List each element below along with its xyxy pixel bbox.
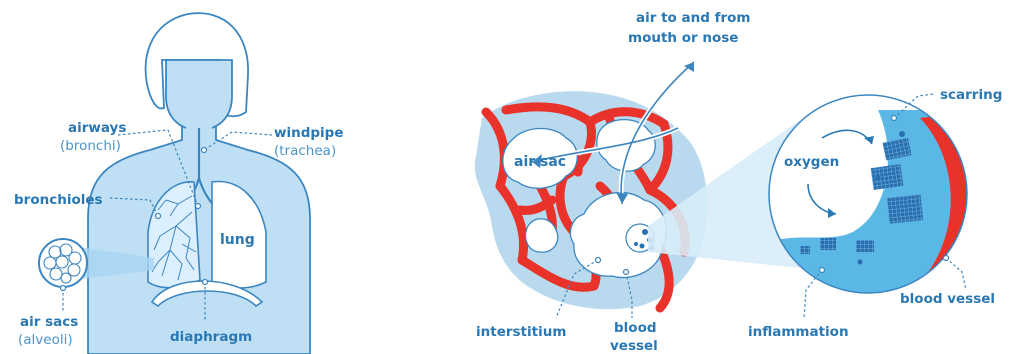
human-figure [88, 13, 310, 354]
label-diaphragm: diaphragm [170, 329, 252, 345]
label-trachea: (trachea) [274, 143, 336, 159]
label-windpipe: windpipe [274, 125, 343, 141]
air-sac-small [526, 219, 558, 252]
label-air-sacs: air sacs [20, 314, 78, 330]
label-air-sac: air sac [514, 154, 566, 170]
label-inflammation: inflammation [748, 324, 849, 340]
label-blood-1: blood [614, 320, 657, 336]
label-blood-vessel-right: blood vessel [900, 291, 995, 307]
alveolar-cluster [475, 62, 708, 309]
face [166, 60, 232, 130]
label-air-to-from-1: air to and from [636, 10, 750, 26]
label-lung: lung [220, 232, 255, 248]
zoomed-alveolus [766, 92, 990, 302]
label-bronchioles: bronchioles [14, 192, 103, 208]
label-alveoli: (alveoli) [18, 332, 73, 348]
label-blood-2: vessel [610, 338, 658, 354]
label-airways: airways [68, 120, 126, 136]
alveoli-cluster [39, 239, 87, 287]
label-bronchi: (bronchi) [60, 138, 121, 154]
label-oxygen: oxygen [784, 154, 839, 170]
label-air-to-from-2: mouth or nose [628, 30, 738, 46]
label-scarring: scarring [940, 87, 1002, 103]
label-interstitium: interstitium [476, 324, 566, 340]
